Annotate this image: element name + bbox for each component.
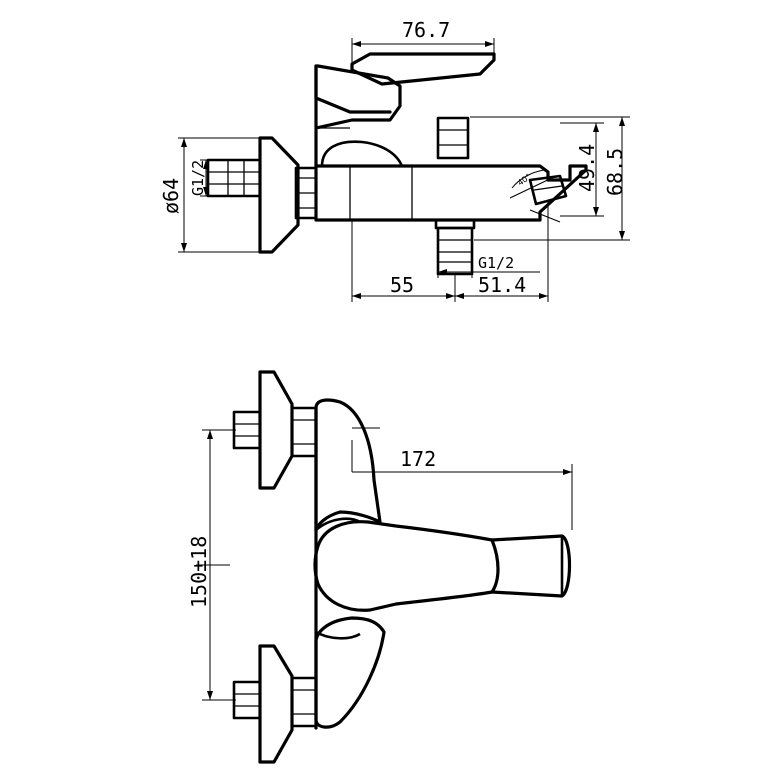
side-view: 40° 76.7 49.4 68.5 ø64: [159, 18, 630, 302]
dim-left-length-label: 55: [390, 273, 414, 297]
front-body: [314, 398, 386, 730]
inlet-fitting: [206, 158, 262, 198]
bottom-outlet: [434, 218, 476, 276]
mixer-body: [314, 164, 588, 222]
wall-flange: [258, 136, 300, 254]
dim-top-width-label: 76.7: [402, 18, 450, 42]
dim-body-height: 49.4: [560, 122, 604, 217]
dim-top-width: 76.7: [351, 18, 495, 66]
dim-body-height-label: 49.4: [575, 144, 599, 192]
dim-total-height-label: 68.5: [603, 148, 627, 196]
dim-spread: 150±18: [187, 429, 236, 701]
dim-right-length-label: 51.4: [478, 273, 526, 297]
upper-wall-flange: [232, 370, 318, 490]
dim-lengths: 55 51.4: [351, 200, 549, 302]
front-lever-handle: [313, 520, 572, 612]
dim-length: 172: [351, 427, 573, 530]
dim-outlet-thread-label: G1/2: [478, 254, 514, 272]
dim-diameter-label: ø64: [159, 178, 183, 214]
dim-diameter: ø64: [159, 137, 262, 253]
dim-length-label: 172: [400, 447, 436, 471]
front-view: 172 150±18: [187, 370, 573, 764]
dim-spread-label: 150±18: [187, 536, 211, 608]
lever-handle: [314, 52, 496, 168]
dim-inlet-thread: G1/2: [189, 159, 210, 197]
dim-outlet-thread: G1/2: [437, 254, 540, 278]
lower-wall-flange: [232, 644, 318, 764]
dim-total-height: 68.5: [470, 116, 630, 241]
dim-inlet-thread-label: G1/2: [189, 160, 207, 196]
diverter-knob: [436, 116, 470, 160]
spout-aerator: [528, 174, 568, 206]
